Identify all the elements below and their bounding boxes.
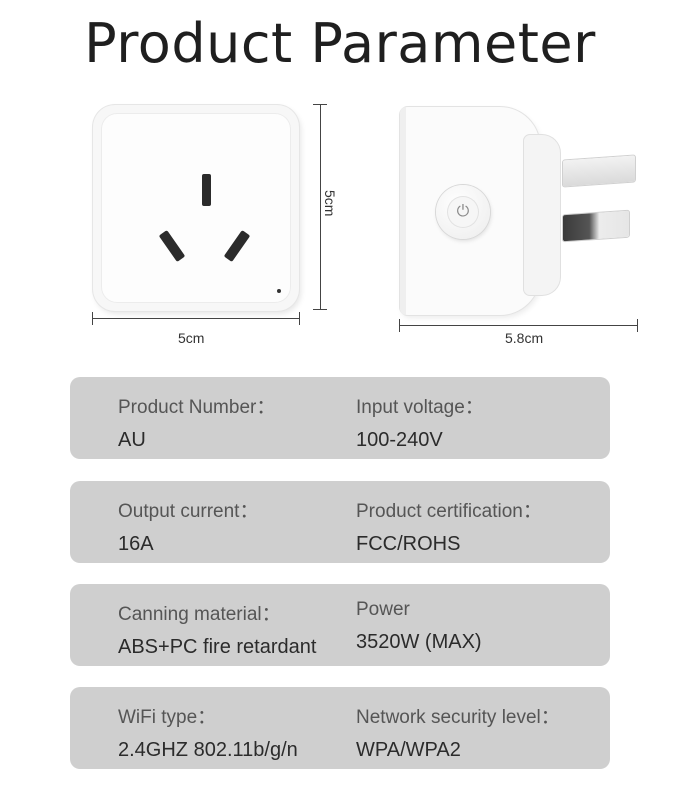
spec-panel: Output current： 16A Product certificatio… — [70, 481, 610, 563]
dimension-tick — [637, 319, 638, 332]
spec-cell: Output current： 16A — [118, 496, 258, 556]
power-button: ⏻ — [436, 185, 490, 239]
spec-panel: Canning material： ABS+PC fire retardant … — [70, 584, 610, 666]
spec-value: ABS+PC fire retardant — [118, 636, 317, 658]
dimension-tick — [313, 104, 327, 105]
spec-cell: Power 3520W (MAX) — [356, 599, 482, 654]
front-width-label: 5cm — [178, 330, 205, 346]
indicator-led — [277, 289, 281, 293]
dimension-tick — [92, 312, 93, 325]
front-height-label: 5cm — [322, 190, 338, 217]
spec-value: 2.4GHZ 802.11b/g/n — [118, 739, 298, 761]
spec-cell: Product certification： FCC/ROHS — [356, 496, 542, 556]
spec-value: 3520W (MAX) — [356, 631, 482, 653]
spec-label: Input voltage： — [356, 397, 484, 418]
plug-prong-bottom — [563, 210, 629, 242]
spec-label: Canning material： — [118, 604, 281, 625]
spec-value: AU — [118, 429, 146, 451]
dimension-tick — [313, 309, 327, 310]
spec-panel: Product Number： AU Input voltage： 100-24… — [70, 377, 610, 459]
page-title: Product Parameter — [84, 12, 596, 75]
socket-slot-left — [158, 230, 186, 262]
front-width-dimension-line — [92, 318, 300, 319]
spec-value: WPA/WPA2 — [356, 739, 461, 761]
spec-value: FCC/ROHS — [356, 533, 461, 555]
front-height-dimension-line — [320, 104, 321, 310]
spec-label: Power — [356, 599, 410, 620]
spec-label: Product certification： — [356, 501, 542, 522]
plug-front-edge — [400, 107, 406, 315]
socket-slot-top — [202, 174, 211, 206]
dimension-tick — [299, 312, 300, 325]
spec-cell: Product Number： AU — [118, 392, 275, 452]
side-width-dimension-line — [399, 325, 638, 326]
plug-back-block — [524, 135, 560, 295]
spec-cell: WiFi type： 2.4GHZ 802.11b/g/n — [118, 702, 298, 762]
dimension-tick — [399, 319, 400, 332]
side-width-label: 5.8cm — [505, 330, 544, 346]
spec-label: Product Number： — [118, 397, 276, 418]
plug-prong-top — [563, 155, 635, 187]
plug-side-view — [400, 107, 560, 315]
plug-front-view — [93, 105, 299, 311]
spec-cell: Network security level： WPA/WPA2 — [356, 702, 560, 762]
socket-slot-right — [223, 230, 251, 262]
spec-cell: Input voltage： 100-240V — [356, 392, 484, 452]
spec-label: Network security level： — [356, 707, 560, 728]
spec-value: 100-240V — [356, 429, 443, 451]
spec-value: 16A — [118, 533, 154, 555]
spec-label: WiFi type： — [118, 707, 217, 728]
power-icon: ⏻ — [448, 197, 478, 227]
plug-face — [101, 113, 291, 303]
spec-panel: WiFi type： 2.4GHZ 802.11b/g/n Network se… — [70, 687, 610, 769]
spec-cell: Canning material： ABS+PC fire retardant — [118, 599, 316, 659]
spec-label: Output current： — [118, 501, 259, 522]
